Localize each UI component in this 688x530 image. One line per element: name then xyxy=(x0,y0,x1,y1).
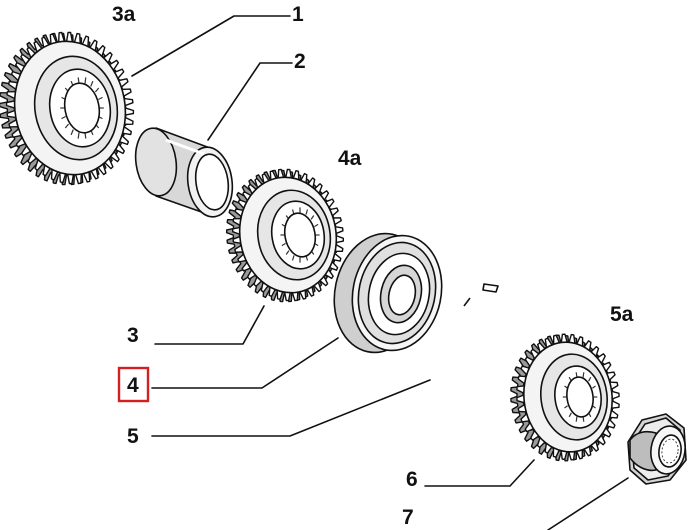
spline-groove xyxy=(564,405,568,409)
label-part-7[interactable]: 7 xyxy=(402,506,414,529)
spline-groove xyxy=(61,115,66,120)
spline-groove xyxy=(90,80,94,87)
spline-groove xyxy=(281,242,286,247)
gear-4a-icon xyxy=(225,168,344,303)
leader-3 xyxy=(154,305,265,345)
spline-groove xyxy=(305,209,309,215)
spline-groove xyxy=(285,250,290,255)
gear-3a-icon xyxy=(0,31,135,186)
label-part-4a[interactable]: 4a xyxy=(338,147,362,170)
spline-groove xyxy=(310,215,315,220)
spline-groove xyxy=(582,372,585,378)
gear-5a-icon xyxy=(510,333,620,462)
spline-groove xyxy=(568,412,572,418)
spline-groove xyxy=(84,77,87,84)
spline-groove xyxy=(314,223,319,228)
label-part-2[interactable]: 2 xyxy=(294,50,306,73)
leader-2 xyxy=(207,62,293,141)
leader-4 xyxy=(151,337,339,389)
spline-groove xyxy=(592,385,596,389)
spline-groove xyxy=(64,123,70,129)
bushing-icon xyxy=(134,127,234,218)
label-part-4[interactable]: 4 xyxy=(127,374,139,397)
label-part-6[interactable]: 6 xyxy=(406,468,418,491)
spline-groove xyxy=(291,255,295,261)
spline-groove xyxy=(77,132,80,139)
nut-icon xyxy=(627,413,687,485)
spline-groove xyxy=(588,376,592,382)
spline-groove xyxy=(575,416,578,422)
leader-1 xyxy=(131,15,291,77)
label-part-5a[interactable]: 5a xyxy=(610,303,634,326)
snap-ring-icon xyxy=(434,283,521,395)
spline-groove xyxy=(94,87,100,93)
spline-groove xyxy=(98,96,103,101)
spline-groove xyxy=(70,129,74,136)
label-part-5[interactable]: 5 xyxy=(127,425,139,448)
leader-6 xyxy=(424,459,535,487)
leader-5 xyxy=(151,379,431,437)
highlight-box xyxy=(117,366,150,403)
label-part-1[interactable]: 1 xyxy=(292,3,304,26)
bearing-icon xyxy=(333,232,443,354)
leader-7 xyxy=(547,477,629,530)
label-part-3a[interactable]: 3a xyxy=(112,3,136,26)
label-part-3[interactable]: 3 xyxy=(127,324,139,347)
